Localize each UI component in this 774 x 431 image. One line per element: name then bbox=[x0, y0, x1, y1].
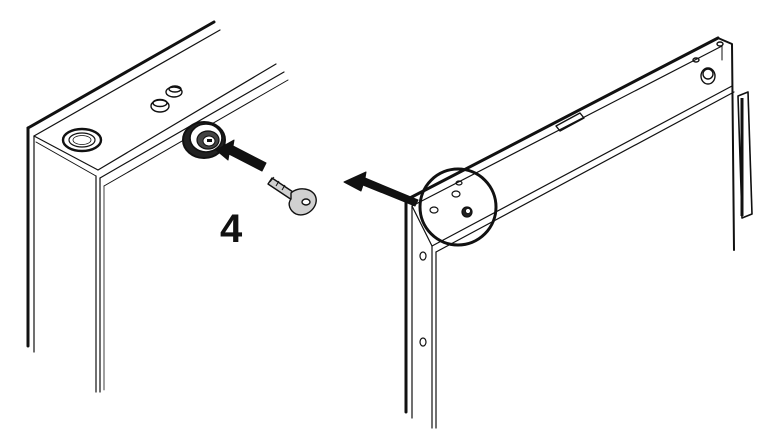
full-case-right-end bbox=[717, 37, 735, 251]
full-case-top-front-edge-2 bbox=[435, 91, 735, 253]
case-power-button bbox=[61, 127, 103, 153]
case-front-corner-inner bbox=[35, 141, 97, 177]
case-indicator-buttons bbox=[150, 85, 183, 113]
full-case-side-rail bbox=[737, 91, 753, 219]
full-case-top-right-features bbox=[692, 41, 724, 85]
case-top-inner-edge bbox=[33, 29, 221, 137]
full-case-top-slot bbox=[555, 112, 585, 132]
callout-arrow bbox=[343, 171, 419, 207]
case-front-corner bbox=[33, 135, 99, 171]
arrow-left-icon bbox=[343, 171, 419, 207]
full-case-top-back-edge bbox=[404, 36, 720, 202]
magnifier-circle-icon bbox=[418, 167, 498, 247]
full-case-top-front-edge bbox=[431, 85, 733, 247]
full-case-top-inner-edge bbox=[411, 45, 723, 207]
key-icon bbox=[267, 176, 317, 216]
case-top-right-edge bbox=[97, 63, 277, 171]
case-top-back-edge bbox=[26, 20, 216, 130]
lock-icon bbox=[182, 121, 226, 159]
full-case-front-corner bbox=[411, 205, 433, 247]
full-case bbox=[404, 36, 735, 429]
arrow-left-icon bbox=[215, 139, 267, 172]
step-number: 4 bbox=[220, 207, 243, 251]
callout-detail bbox=[429, 180, 473, 218]
insert-arrow bbox=[215, 139, 267, 172]
full-case-screws bbox=[419, 251, 427, 347]
zoomed-case bbox=[26, 20, 289, 393]
